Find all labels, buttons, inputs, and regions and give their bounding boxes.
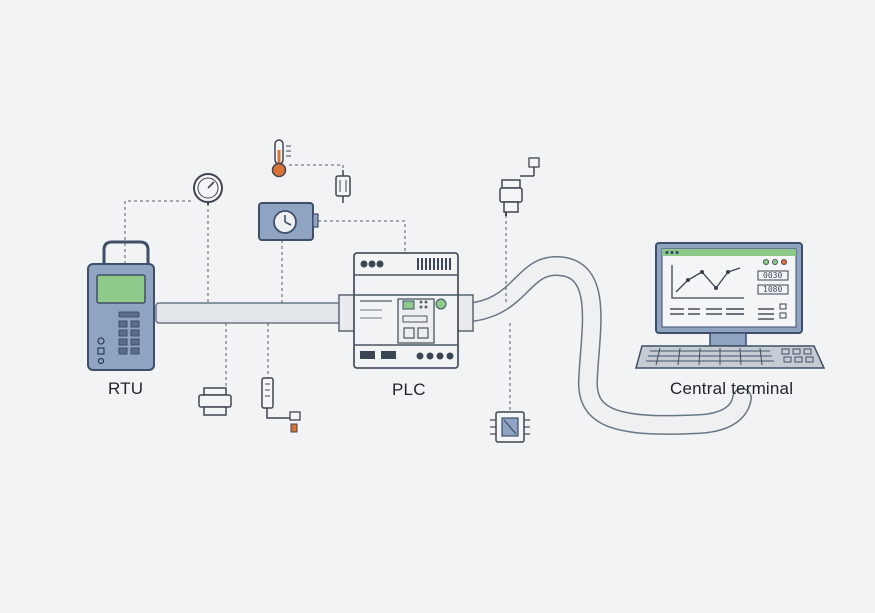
cable-rtu-plc	[155, 302, 357, 324]
timer-module-icon	[258, 202, 319, 241]
pressure-gauge-icon	[193, 173, 223, 205]
level-sensor-icon	[261, 377, 301, 433]
plc-label: PLC	[392, 380, 426, 399]
solenoid-icon	[499, 157, 540, 216]
rtu-label: RTU	[108, 379, 144, 398]
io-module-icon	[490, 411, 530, 443]
thermometer-icon	[271, 139, 291, 178]
central-terminal	[635, 242, 826, 369]
terminal-readout-top: 0030	[763, 271, 782, 280]
fuse-icon	[335, 170, 351, 203]
terminal-label: Central terminal	[670, 379, 794, 398]
flow-meter-icon	[198, 387, 232, 416]
rtu-device	[87, 240, 155, 371]
rtu-screen	[96, 274, 146, 304]
terminal-readout-middle: 1080	[763, 285, 782, 294]
cable-plc-terminal	[448, 255, 752, 435]
plc-device	[338, 252, 474, 369]
